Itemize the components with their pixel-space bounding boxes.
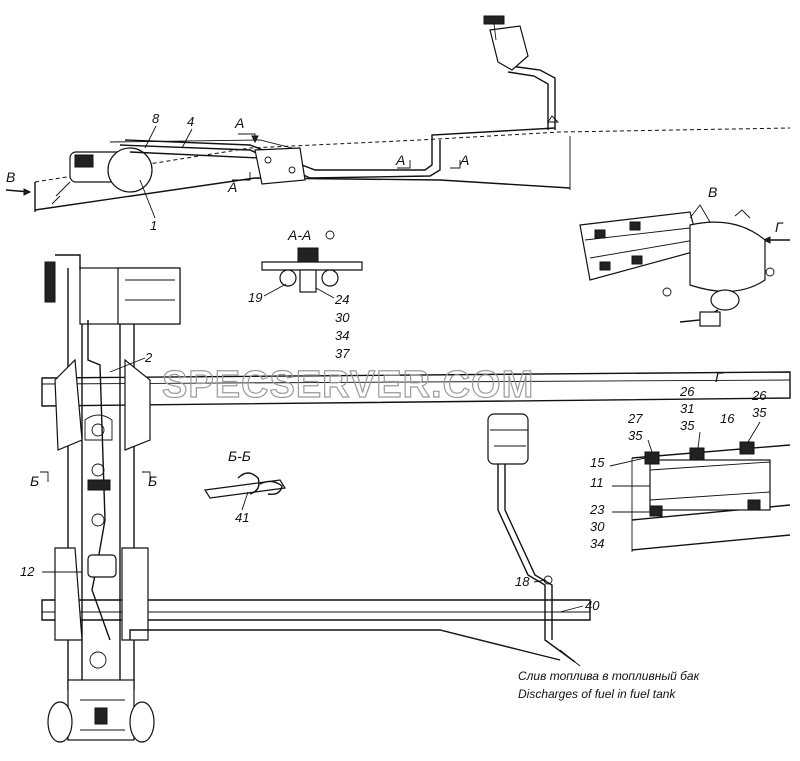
label-34: 34 — [335, 328, 349, 343]
label-30: 30 — [335, 310, 350, 325]
view-g-arrow-label: Г — [775, 219, 784, 235]
label-31: 31 — [680, 401, 694, 416]
section-mark-a-4: А — [459, 152, 469, 168]
label-27: 27 — [627, 411, 643, 426]
label-35-c: 35 — [752, 405, 767, 420]
label-1: 1 — [150, 218, 157, 233]
chassis-plan: 2 12 18 40 Б Б — [20, 254, 791, 743]
section-mark-b-1: Б — [30, 473, 39, 489]
section-bb-title: Б-Б — [228, 448, 251, 464]
label-12: 12 — [20, 564, 35, 579]
label-37: 37 — [335, 346, 350, 361]
label-11: 11 — [590, 475, 604, 490]
section-mark-a-2: А — [227, 179, 237, 195]
label-41: 41 — [235, 510, 249, 525]
section-mark-b-2: Б — [148, 473, 157, 489]
label-26-b: 26 — [751, 388, 767, 403]
view-g: Г 27 35 26 31 35 16 26 35 15 11 23 30 34 — [589, 369, 791, 552]
watermark: SPECSERVER.COM — [162, 364, 534, 406]
view-b-title: В — [708, 184, 717, 200]
section-aa: А-А 19 24 30 34 37 — [248, 227, 363, 361]
label-35-b: 35 — [680, 418, 695, 433]
label-34-g: 34 — [590, 536, 604, 551]
top-side-view: В 8 4 1 А А А А — [5, 15, 791, 233]
section-aa-title: А-А — [287, 227, 311, 243]
section-bb: Б-Б 41 — [203, 448, 287, 525]
label-26-a: 26 — [679, 384, 695, 399]
label-19: 19 — [248, 290, 262, 305]
caption-en: Discharges of fuel in fuel tank — [518, 687, 676, 701]
label-4: 4 — [187, 114, 194, 129]
view-g-title: Г — [715, 369, 724, 385]
label-16: 16 — [720, 411, 735, 426]
label-24: 24 — [334, 292, 349, 307]
label-15: 15 — [590, 455, 605, 470]
view-b-arrow-label: В — [6, 169, 15, 185]
label-35-a: 35 — [628, 428, 643, 443]
caption-ru: Слив топлива в топливный бак — [518, 669, 701, 683]
label-2: 2 — [144, 350, 153, 365]
label-40: 40 — [585, 598, 600, 613]
section-mark-a-1: А — [234, 115, 244, 131]
label-8: 8 — [152, 111, 160, 126]
label-23: 23 — [589, 502, 605, 517]
label-18: 18 — [515, 574, 530, 589]
section-mark-a-3: А — [395, 152, 405, 168]
view-b: В Г — [579, 184, 790, 327]
label-30-g: 30 — [590, 519, 605, 534]
